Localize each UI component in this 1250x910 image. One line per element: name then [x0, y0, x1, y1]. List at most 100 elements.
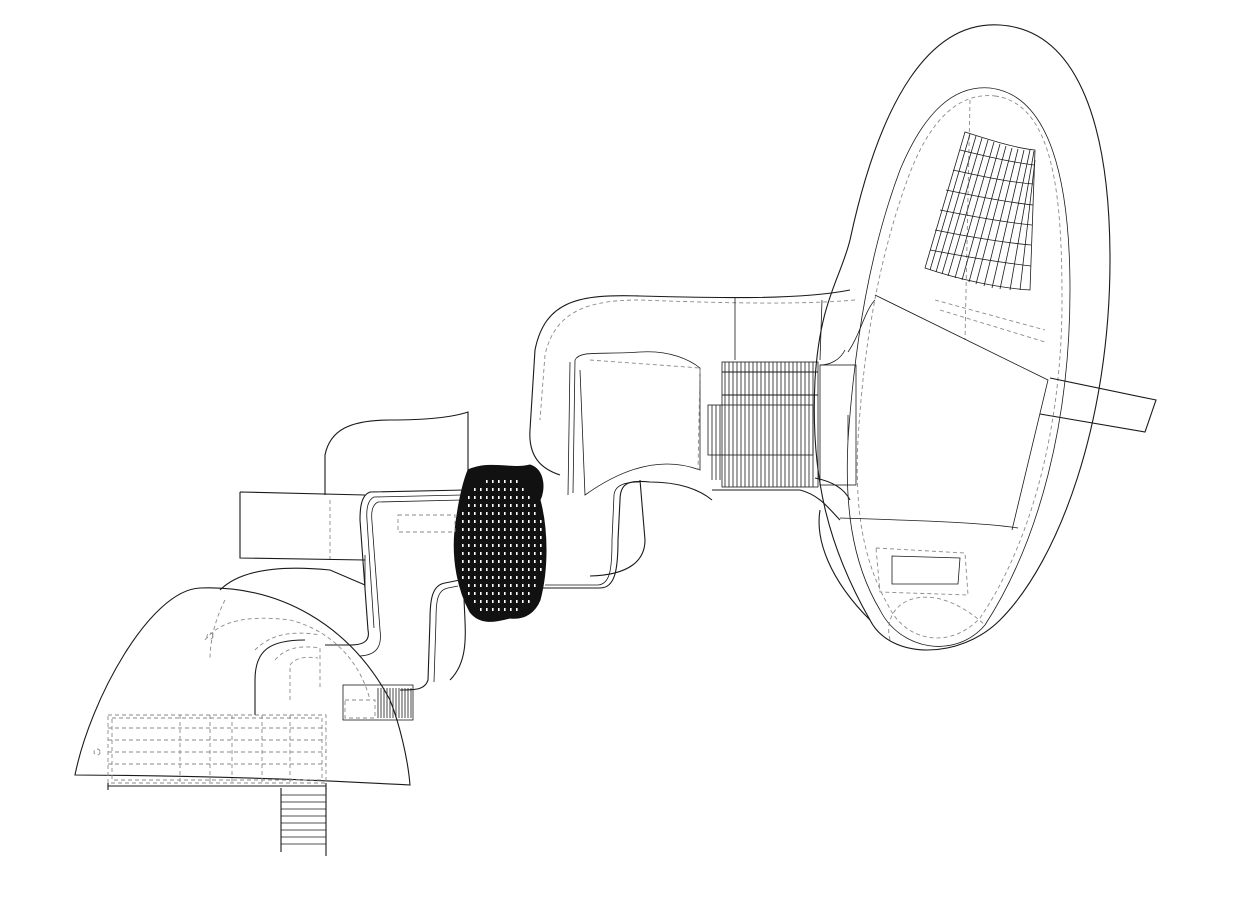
lower-corridor — [540, 477, 871, 621]
texture-dot — [510, 512, 512, 515]
texture-dot — [534, 512, 536, 515]
texture-dot — [480, 576, 482, 579]
texture-dot — [522, 536, 524, 539]
texture-dot — [468, 584, 470, 587]
texture-dot — [486, 528, 488, 531]
texture-dot — [510, 568, 512, 571]
texture-dot — [486, 504, 488, 507]
texture-dot — [510, 520, 512, 523]
texture-dot — [510, 488, 512, 491]
texture-dot — [534, 584, 536, 587]
texture-dot — [516, 568, 518, 571]
texture-dot — [462, 552, 464, 555]
texture-dot — [522, 496, 524, 499]
texture-dot — [492, 600, 494, 603]
texture-dot — [528, 544, 530, 547]
texture-dot — [468, 544, 470, 547]
texture-dot — [474, 488, 476, 491]
texture-dot — [492, 504, 494, 507]
texture-dot — [480, 536, 482, 539]
texture-dot — [516, 608, 518, 611]
texture-dot — [516, 480, 518, 483]
texture-dot — [516, 536, 518, 539]
texture-dot — [498, 568, 500, 571]
texture-dot — [468, 576, 470, 579]
texture-dot — [480, 584, 482, 587]
texture-dot — [522, 512, 524, 515]
texture-dot — [468, 552, 470, 555]
texture-dot — [498, 488, 500, 491]
texture-dot — [510, 536, 512, 539]
texture-dot — [516, 552, 518, 555]
texture-dot — [516, 544, 518, 547]
texture-dot — [486, 512, 488, 515]
texture-dot — [480, 496, 482, 499]
texture-dot — [498, 544, 500, 547]
texture-dot — [480, 488, 482, 491]
texture-dot — [480, 560, 482, 563]
texture-dot — [498, 536, 500, 539]
texture-dot — [474, 568, 476, 571]
texture-dot — [522, 520, 524, 523]
texture-dot — [528, 552, 530, 555]
texture-dot — [522, 592, 524, 595]
texture-dot — [510, 608, 512, 611]
texture-dot — [474, 512, 476, 515]
texture-dot — [504, 608, 506, 611]
texture-dot — [474, 504, 476, 507]
texture-dot — [480, 592, 482, 595]
texture-dot — [474, 576, 476, 579]
texture-dot — [486, 544, 488, 547]
texture-dot — [534, 560, 536, 563]
texture-dot — [504, 496, 506, 499]
central-textured-mass — [453, 464, 547, 622]
texture-dot — [510, 592, 512, 595]
central-stair-block — [707, 361, 857, 488]
exterior-stair — [280, 788, 327, 856]
texture-dot — [528, 568, 530, 571]
texture-dot — [480, 552, 482, 555]
texture-dot — [492, 576, 494, 579]
texture-dot — [462, 568, 464, 571]
texture-dot — [516, 592, 518, 595]
texture-dot — [534, 576, 536, 579]
texture-dot — [528, 496, 530, 499]
texture-dot — [540, 520, 542, 523]
texture-dot — [486, 608, 488, 611]
texture-dot — [504, 512, 506, 515]
texture-dot — [462, 520, 464, 523]
texture-dot — [480, 544, 482, 547]
texture-dot — [486, 520, 488, 523]
texture-dot — [528, 592, 530, 595]
texture-dot — [516, 488, 518, 491]
texture-dot — [540, 544, 542, 547]
texture-dot — [462, 560, 464, 563]
texture-dot — [468, 496, 470, 499]
texture-dot — [468, 592, 470, 595]
texture-dot — [492, 560, 494, 563]
texture-dot — [462, 512, 464, 515]
texture-dot — [522, 568, 524, 571]
texture-dot — [522, 504, 524, 507]
texture-dot — [504, 568, 506, 571]
texture-dot — [534, 544, 536, 547]
upper-corridor — [529, 289, 876, 496]
texture-dot — [510, 560, 512, 563]
texture-dot — [498, 496, 500, 499]
texture-dot — [516, 600, 518, 603]
texture-dot — [486, 496, 488, 499]
mass-texture-dots — [462, 480, 542, 611]
texture-dot — [528, 560, 530, 563]
texture-dot — [468, 536, 470, 539]
texture-dot — [492, 520, 494, 523]
texture-dot — [498, 592, 500, 595]
texture-dot — [486, 584, 488, 587]
texture-dot — [504, 504, 506, 507]
oval-pavilion — [813, 24, 1157, 651]
texture-dot — [522, 560, 524, 563]
texture-dot — [534, 504, 536, 507]
texture-dot — [510, 584, 512, 587]
texture-dot — [480, 608, 482, 611]
texture-dot — [486, 568, 488, 571]
